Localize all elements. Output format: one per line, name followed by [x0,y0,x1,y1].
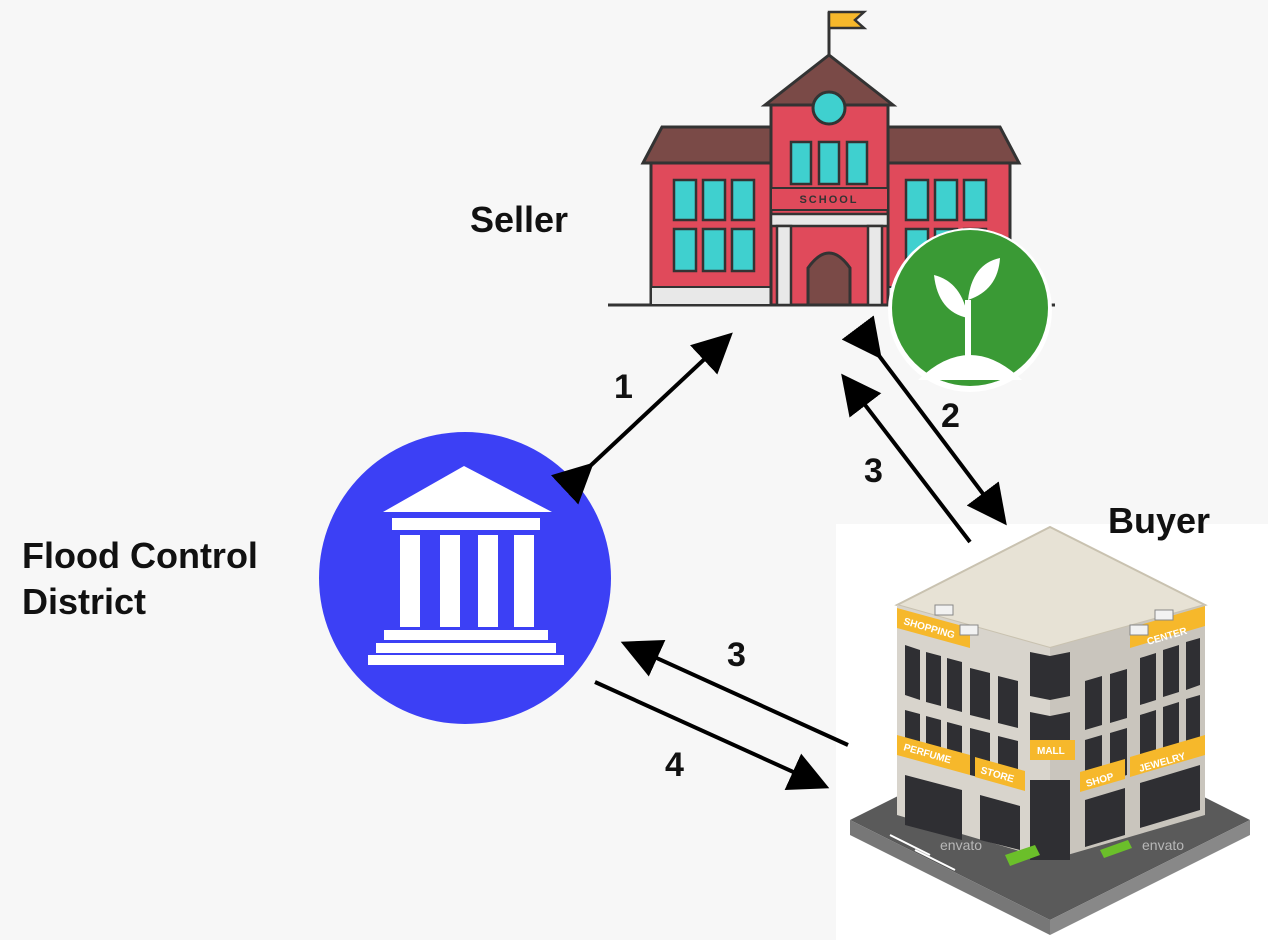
seller-label: Seller [470,199,569,240]
mall-sign-mall: MALL [1037,746,1065,757]
district-label-line1: Flood Control [22,535,258,576]
arrow-seller-buyer [841,315,1007,526]
step-3-seller-label: 3 [864,452,883,490]
step-1-label: 1 [614,368,633,406]
arrow-seller-district [550,332,733,505]
buyer-label: Buyer [1108,500,1211,541]
district-label-line2: District [22,581,147,622]
step-2-label: 2 [941,397,960,435]
arrow-district-buyer [594,680,830,790]
arrow-buyer-district [620,640,849,747]
step-3-district-label: 3 [727,636,746,674]
watermark-right: envato [1142,837,1184,853]
watermark-left: envato [940,837,982,853]
arrow-buyer-seller [841,373,972,544]
step-4-label: 4 [665,746,684,784]
shopping-mall-icon [836,524,1268,940]
district-label: Flood Control District [22,533,258,625]
school-sign-text: SCHOOL [799,194,858,206]
government-building-icon [319,432,611,724]
plant-sprout-icon [888,228,1052,392]
